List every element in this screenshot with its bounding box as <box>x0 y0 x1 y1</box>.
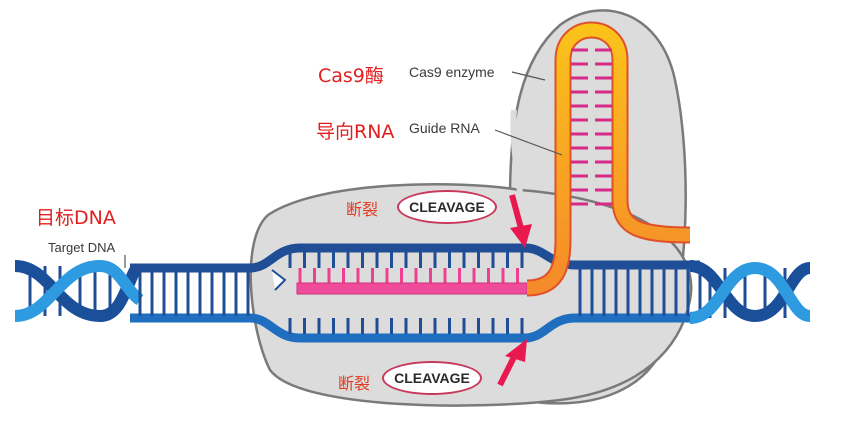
cleavage-bottom-label-cn: 断裂 <box>338 374 371 393</box>
dna-right-helix <box>689 260 812 324</box>
cas9-label-en: Cas9 enzyme <box>409 64 495 80</box>
cleavage-arrow-bottom <box>497 339 527 387</box>
leader-lines <box>124 71 563 268</box>
dna-ladder <box>130 243 702 343</box>
guide-rna <box>296 21 691 297</box>
target-dna-label-en: Target DNA <box>48 240 116 255</box>
cas9-enzyme-body <box>249 182 693 407</box>
cas9-enzyme <box>249 9 693 407</box>
guide-rna-label-en: Guide RNA <box>409 120 480 136</box>
dna-left-helix <box>14 259 144 323</box>
guide-rna-label-cn: 导向RNA <box>316 121 395 143</box>
leader-guide-rna <box>494 129 563 156</box>
guide-rna-spacer <box>296 282 528 295</box>
cleavage-arrow-top <box>509 194 532 248</box>
cleavage-top-badge: CLEAVAGE <box>397 190 497 224</box>
leader-cas9 <box>511 71 546 81</box>
cas9-label-cn: Cas9酶 <box>318 65 384 87</box>
target-dna-label-cn: 目标DNA <box>36 207 116 229</box>
cleavage-bottom-badge: CLEAVAGE <box>382 361 482 395</box>
cleavage-top-label-cn: 断裂 <box>346 200 379 219</box>
dna-bottom-strand <box>130 313 700 343</box>
